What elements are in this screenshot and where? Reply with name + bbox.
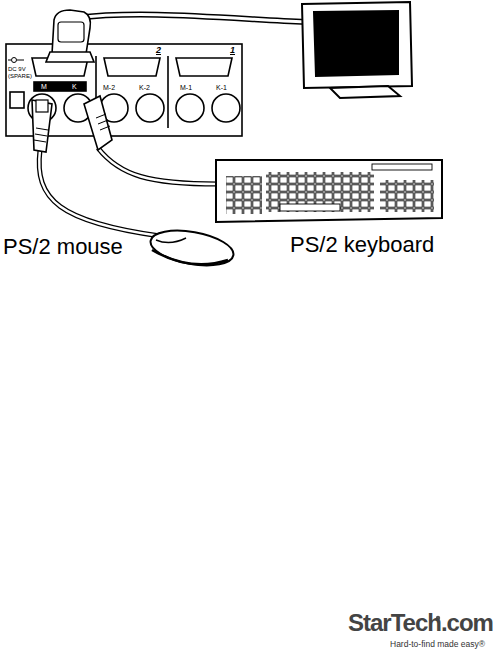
device-label: PS/2 keyboard xyxy=(290,234,434,256)
vga-cable xyxy=(46,10,306,62)
device-label: PS/2 mouse xyxy=(3,236,123,258)
power-label: DC 9V xyxy=(8,66,26,72)
port-label: K xyxy=(72,83,77,90)
mouse xyxy=(148,225,236,271)
brand-tagline: Hard-to-find made easy® xyxy=(390,640,485,649)
channel-number: 1 xyxy=(230,46,235,55)
port-label: M xyxy=(41,83,47,90)
monitor xyxy=(302,2,412,98)
power-label: (SPARE) xyxy=(8,73,32,79)
port-label: M-2 xyxy=(103,84,115,91)
port-label: M-1 xyxy=(180,84,192,91)
keyboard-cable xyxy=(84,96,218,184)
port-label: K-2 xyxy=(139,84,150,91)
port-label: K-1 xyxy=(216,84,227,91)
keyboard xyxy=(216,160,442,222)
channel-number: 2 xyxy=(156,46,161,55)
brand-logo: StarTech.com xyxy=(348,611,493,635)
